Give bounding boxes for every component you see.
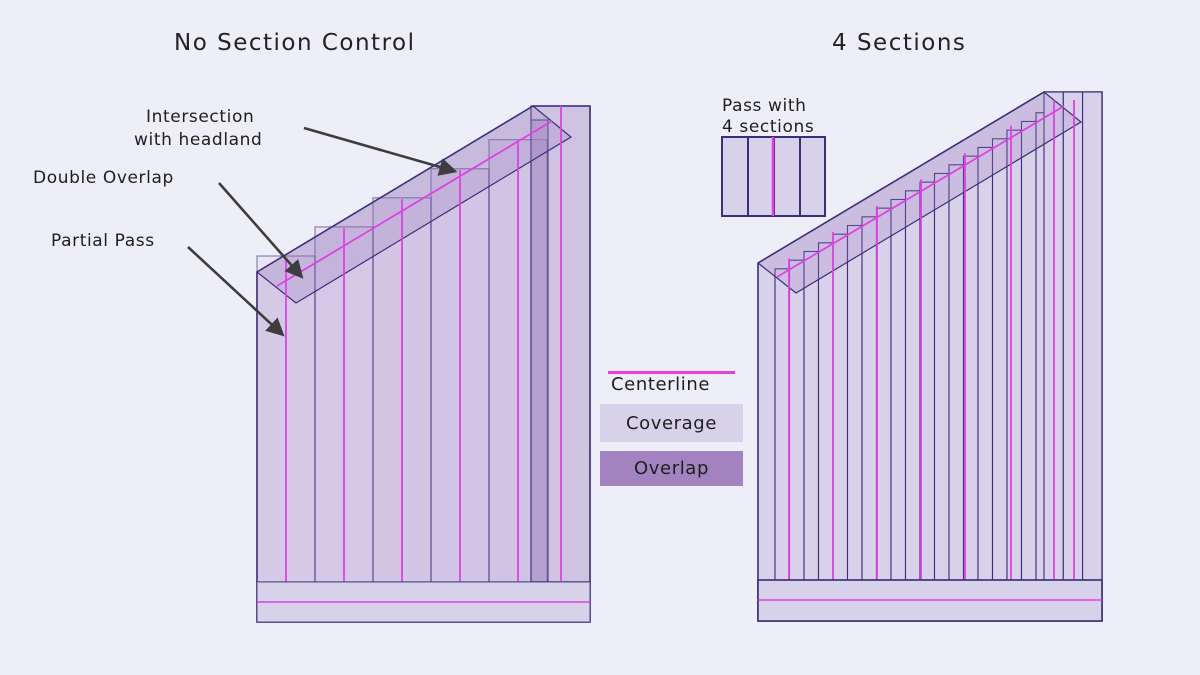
- legend-overlap-label: Overlap: [634, 458, 709, 479]
- section-strip: [774, 268, 791, 581]
- legend-centerline-label: Centerline: [611, 374, 711, 395]
- intersection-arrow: [303, 126, 458, 176]
- section-strip: [861, 216, 878, 581]
- section-strip: [991, 138, 1008, 581]
- right-title: 4 Sections: [832, 30, 967, 56]
- section-strip: [817, 242, 834, 581]
- section-strip: [788, 259, 805, 581]
- double-overlap-arrow: [218, 182, 304, 279]
- section-strip: [846, 224, 863, 581]
- section-strip: [904, 190, 921, 581]
- partial-pass-arrow: [187, 246, 285, 337]
- left-field-no-section-control: [255, 105, 591, 623]
- legend-centerline-swatch: [608, 371, 735, 374]
- legend-coverage: Coverage: [600, 404, 743, 442]
- legend-overlap: Overlap: [600, 451, 743, 486]
- headland-centerline: [276, 120, 553, 287]
- intersection-label-line1: Intersection: [146, 107, 255, 127]
- partial-pass-label: Partial Pass: [51, 231, 155, 251]
- section-strip: [875, 207, 892, 581]
- pass-label-line2: 4 sections: [722, 117, 815, 137]
- section-strip: [803, 250, 820, 581]
- section-strip: [1062, 91, 1084, 581]
- section-strip: [890, 198, 907, 581]
- annotation-arrows: [187, 126, 458, 337]
- section-strip: [1082, 91, 1103, 581]
- left-title: No Section Control: [174, 30, 416, 56]
- section-strip: [919, 181, 936, 581]
- section-strip: [1020, 120, 1037, 581]
- right-field-four-sections: [756, 91, 1103, 622]
- intersection-label-line2: with headland: [134, 130, 263, 150]
- section-strip: [948, 164, 965, 581]
- section-strip: [832, 233, 849, 581]
- pass-label-line1: Pass with: [722, 96, 807, 116]
- section-strip: [1006, 129, 1023, 581]
- double-overlap-label: Double Overlap: [33, 168, 174, 188]
- section-strip: [977, 146, 994, 581]
- four-section-pass-sample: [721, 136, 826, 217]
- double-overlap-strip: [530, 119, 549, 583]
- section-strip: [933, 172, 950, 581]
- legend-coverage-label: Coverage: [625, 412, 718, 434]
